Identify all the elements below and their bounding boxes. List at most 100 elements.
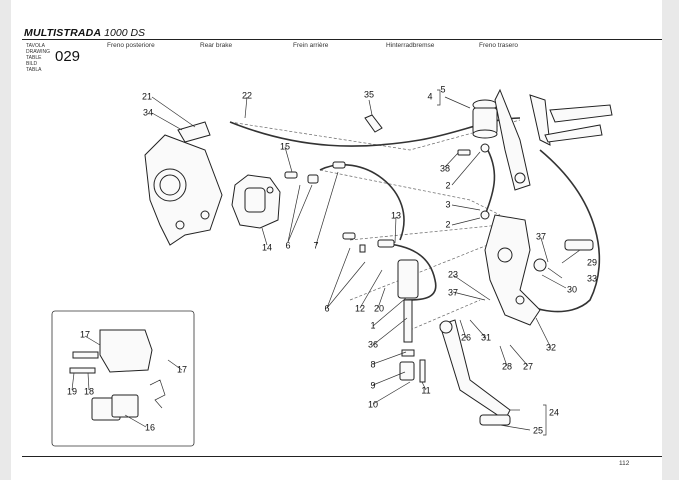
table-labels: TAVOLA DRAWING TABLE BILD TABLA <box>26 43 50 73</box>
assembly-line <box>229 119 521 151</box>
callout-10: 10 <box>368 399 378 409</box>
assembly-line <box>349 239 501 301</box>
callout-5: 5 <box>440 84 445 94</box>
brake-hose <box>379 242 437 301</box>
title-italian: Freno posteriore <box>107 42 155 49</box>
callout-38: 38 <box>440 163 450 173</box>
callout-30: 30 <box>567 284 577 294</box>
reservoir-base <box>472 129 498 139</box>
switch-nut <box>533 258 547 272</box>
callout-9: 9 <box>370 380 375 390</box>
footrest-bracket <box>484 214 541 326</box>
callout-28: 28 <box>502 361 512 371</box>
inset-callout-19: 19 <box>67 386 77 396</box>
callout-20: 20 <box>374 303 384 313</box>
title-english: Rear brake <box>200 42 233 49</box>
callout-32: 32 <box>546 342 556 352</box>
footer-rule <box>22 456 662 457</box>
brake-light-switch <box>564 239 594 251</box>
header-rule <box>22 39 662 40</box>
inset-caliper <box>99 329 153 373</box>
callout-8: 8 <box>370 359 375 369</box>
bracket-hole <box>497 247 513 263</box>
callout-26: 26 <box>461 332 471 342</box>
brake-hose <box>319 164 405 241</box>
callout-14: 14 <box>262 242 272 252</box>
bracket-hole <box>515 295 525 305</box>
assembly-line <box>349 224 501 241</box>
callout-2-upper: 2 <box>445 180 450 190</box>
subframe-bar <box>549 104 613 123</box>
caliper-bleed <box>266 186 274 194</box>
table-label: DRAWING <box>26 49 50 55</box>
callout-27: 27 <box>523 361 533 371</box>
banjo-fitting <box>377 239 395 248</box>
assembly-line <box>409 299 481 331</box>
subframe-bar <box>544 124 603 143</box>
page-number: 112 <box>619 460 630 467</box>
brake-pedal <box>439 319 511 421</box>
callout-2-lower: 2 <box>445 219 450 229</box>
hose-clamp <box>480 210 490 220</box>
brand-name: MULTISTRADA <box>24 27 102 39</box>
title-spanish: Freno trasero <box>479 42 519 49</box>
callout-7: 7 <box>313 240 318 250</box>
callout-23: 23 <box>448 269 458 279</box>
master-cylinder-pushrod <box>403 299 413 343</box>
subframe <box>494 88 531 191</box>
bracket-bushing-inner <box>159 174 181 196</box>
banjo-bolt <box>332 161 346 169</box>
master-cylinder <box>397 259 419 299</box>
callout-12: 12 <box>355 303 365 313</box>
hose-clip <box>364 114 383 133</box>
callout-24: 24 <box>549 407 559 417</box>
bracket-hole <box>200 210 210 220</box>
inset-callout-16: 16 <box>145 422 155 432</box>
reservoir-bolt <box>457 149 471 156</box>
inset-pin <box>72 351 99 359</box>
inset-pad <box>111 394 139 418</box>
callout-6-lower: 6 <box>324 303 329 313</box>
bracket-hole <box>175 220 185 230</box>
hose-bracket <box>177 121 211 143</box>
inset-bleed <box>69 367 96 374</box>
model-name: 1000 DS <box>104 27 146 39</box>
brake-light-wire <box>519 149 601 313</box>
inset-callout-18: 18 <box>84 386 94 396</box>
callout-1: 1 <box>370 320 375 330</box>
hose-clamp <box>480 143 490 153</box>
callout-34: 34 <box>143 107 153 117</box>
inset-spring <box>149 379 166 409</box>
bleed-screw <box>284 171 298 179</box>
pedal-rubber <box>479 414 511 426</box>
callout-4: 4 <box>427 91 432 101</box>
callout-21: 21 <box>142 91 152 101</box>
locknut <box>401 349 415 357</box>
reservoir-hose <box>484 144 496 216</box>
pedal-pivot <box>439 320 453 334</box>
clevis <box>399 361 415 381</box>
callout-13: 13 <box>391 210 401 220</box>
split-pin <box>419 359 426 383</box>
callout-35: 35 <box>364 89 374 99</box>
banjo-bolt <box>307 174 319 184</box>
callout-25: 25 <box>533 425 543 435</box>
callout-37-lower: 37 <box>448 287 458 297</box>
callout-33: 33 <box>587 273 597 283</box>
callout-3: 3 <box>445 199 450 209</box>
callout-31: 31 <box>481 332 491 342</box>
table-label: TAVOLA <box>26 43 45 49</box>
title-french: Frein arrière <box>293 42 329 49</box>
caliper-piston <box>244 187 266 213</box>
leader-lines <box>71 89 581 436</box>
assembly-line <box>319 169 501 216</box>
sealing-washer <box>359 244 366 253</box>
inset-callout-17-right: 17 <box>177 364 187 374</box>
table-label: TABLE <box>26 55 42 61</box>
callout-11: 11 <box>421 385 430 395</box>
title-german: Hinterradbremse <box>386 42 435 49</box>
table-number: 029 <box>55 48 81 65</box>
inset-callout-17-upper: 17 <box>80 329 90 339</box>
callout-37-upper: 37 <box>536 231 546 241</box>
